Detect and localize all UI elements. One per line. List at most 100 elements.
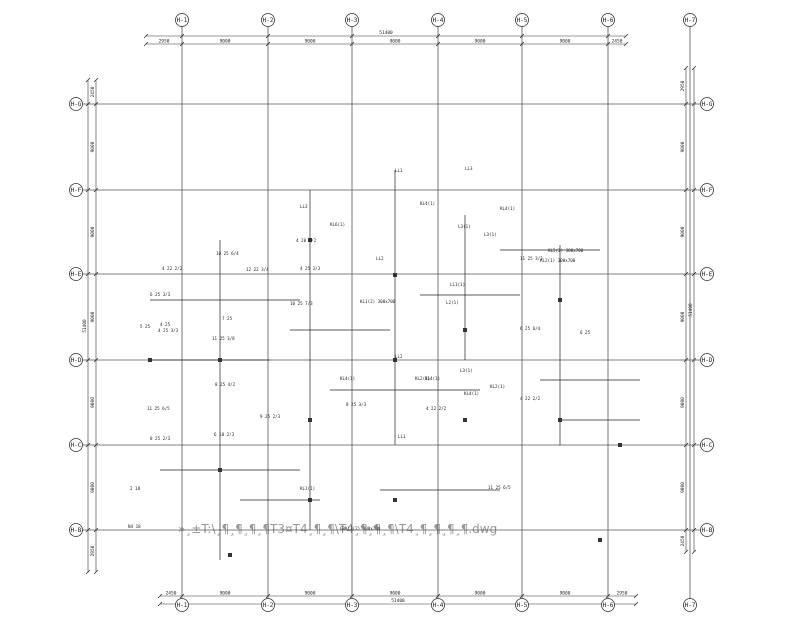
dimension-tick <box>691 549 697 555</box>
dimension-value: 2450 <box>612 39 623 45</box>
column-marker <box>598 538 602 542</box>
beam-annotation: 7 25 <box>222 316 233 321</box>
dimension-tick <box>85 527 91 533</box>
dimension-value: 9000 <box>305 39 316 45</box>
column-marker <box>558 298 562 302</box>
dimension-tick <box>633 593 639 599</box>
beam-annotation: KL4(1) <box>464 391 479 396</box>
dimension-value: 9000 <box>560 591 571 597</box>
dimension-tick <box>633 601 639 607</box>
beam-annotation: 4 20 2/2 <box>296 238 317 243</box>
axis-label: H-2 <box>263 17 274 24</box>
dimension-total: 51400 <box>379 30 393 36</box>
beam-annotation: 12 22 3/4 <box>246 267 269 272</box>
dimension-tick <box>605 593 611 599</box>
column-marker <box>218 468 222 472</box>
axis-bubble <box>515 13 529 27</box>
dimension-tick <box>85 357 91 363</box>
axis-bubble <box>515 598 529 612</box>
dimension-value: 9000 <box>475 591 486 597</box>
dimension-tick <box>157 601 163 607</box>
beam-annotation: L2(1) <box>446 300 459 305</box>
dimension-tick <box>85 442 91 448</box>
grid-lines <box>80 26 700 605</box>
column-marker <box>393 358 397 362</box>
axis-bubble <box>261 598 275 612</box>
dimension-tick <box>435 33 441 39</box>
dimension-tick <box>605 33 611 39</box>
dimension-tick <box>179 33 185 39</box>
beam-annotation: KL5(2) 300x700 <box>548 248 584 253</box>
beam-annotation: LL2 <box>395 354 403 359</box>
axis-bubble <box>683 13 697 27</box>
axis-bubble <box>431 598 445 612</box>
dimension-value: 2450 <box>90 86 96 97</box>
beam-annotation: 8 25 2/3 <box>150 436 171 441</box>
dimension-tick <box>349 33 355 39</box>
column-marker <box>308 418 312 422</box>
beam-annotation: KL6(1) <box>330 222 345 227</box>
axis-label: H-1 <box>177 602 188 609</box>
dimension-tick <box>519 41 525 47</box>
axis-label: H-6 <box>603 17 614 24</box>
beam-annotation: 4 25 <box>160 322 171 327</box>
beam-annotation: LL2 <box>376 256 384 261</box>
dimension-tick <box>143 33 149 39</box>
axis-label: H-G <box>702 101 713 108</box>
beam-annotation: KL4(1) <box>340 376 355 381</box>
dimension-value: 2950 <box>90 545 96 556</box>
beam-annotation: L3(1) <box>484 232 497 237</box>
dimension-tick <box>623 33 629 39</box>
axis-bubble <box>345 13 359 27</box>
dimension-tick <box>683 527 689 533</box>
dimension-tick <box>349 41 355 47</box>
beam-annotation: LL1 <box>398 434 406 439</box>
dimension-tick <box>435 593 441 599</box>
axis-bubble <box>601 13 615 27</box>
beam-annotation: 10 25 6/4 <box>216 251 239 256</box>
dimension-value: 9000 <box>680 311 686 322</box>
axis-label: H-1 <box>177 17 188 24</box>
beam-annotation: 6 18 2/3 <box>214 432 235 437</box>
dimension-value: 9000 <box>305 591 316 597</box>
axis-label: H-F <box>71 187 82 194</box>
beam-annotation: LL1 <box>395 168 403 173</box>
dimension-value: 9000 <box>390 591 401 597</box>
dimension-tick <box>691 442 697 448</box>
dimension-tick <box>85 77 91 83</box>
axis-label: H-F <box>702 187 713 194</box>
dimension-tick <box>93 442 99 448</box>
beam-annotation: 4 25 3/3 <box>158 328 179 333</box>
axis-bubble <box>700 97 714 111</box>
beam-annotation: 5 25 <box>140 324 151 329</box>
column-marker <box>618 443 622 447</box>
beam-annotation: KL1(1) <box>300 486 315 491</box>
dimension-value: 9000 <box>90 311 96 322</box>
axis-label: H-E <box>71 271 82 278</box>
beam-annotation: 2 18 <box>130 486 141 491</box>
dimension-tick <box>683 65 689 71</box>
axis-label: H-C <box>702 442 713 449</box>
beam-annotation: LL3 <box>300 204 308 209</box>
dimension-tick <box>605 41 611 47</box>
axis-label: H-D <box>702 357 713 364</box>
beam-annotation: KL2(1) 300x700 <box>540 258 576 263</box>
beam-annotation: L3(1) <box>460 368 473 373</box>
dimension-tick <box>265 593 271 599</box>
dimension-value: 9000 <box>220 39 231 45</box>
axis-label: H-C <box>71 442 82 449</box>
dimension-value: 2950 <box>680 80 686 91</box>
beam-annotation: 8 25 4/2 <box>215 382 236 387</box>
dimension-tick <box>683 271 689 277</box>
beam-annotation: 11 25 3/8 <box>212 336 235 341</box>
dimension-value: 9000 <box>90 397 96 408</box>
axis-bubble <box>431 13 445 27</box>
beam-annotation: N4 18 <box>128 524 141 529</box>
dimension-value: 9000 <box>90 482 96 493</box>
dimension-tick <box>691 65 697 71</box>
beam-annotation: GBKL3(2) 300x700 <box>340 526 381 531</box>
beam-annotation: 10 25 7/3 <box>290 301 313 306</box>
dimension-tick <box>93 357 99 363</box>
